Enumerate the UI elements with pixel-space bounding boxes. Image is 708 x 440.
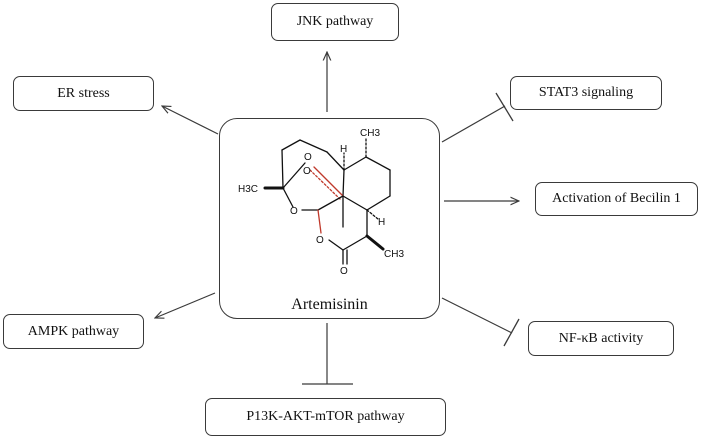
h3c-left-label: H3C xyxy=(238,184,258,195)
inhibit-bar-nfkb xyxy=(503,318,520,347)
o-peroxide-top-label: O xyxy=(304,152,312,163)
jnk-pathway-box: JNK pathway xyxy=(271,3,399,41)
pi3k-akt-mtor-label: P13K-AKT-mTOR pathway xyxy=(246,409,405,424)
o-lactone-ring-label: O xyxy=(316,235,324,246)
ampk-pathway-box: AMPK pathway xyxy=(3,314,144,349)
becilin-activation-label: Activation of Becilin 1 xyxy=(552,191,681,206)
h-top-label: H xyxy=(340,144,347,155)
stat3-signaling-label: STAT3 signaling xyxy=(538,85,634,100)
inhibit-line-stat3 xyxy=(441,105,506,143)
artemisinin-label: Artemisinin xyxy=(291,296,368,313)
ch3-top-label: CH3 xyxy=(360,128,380,139)
ch3-bottom-label: CH3 xyxy=(384,249,404,260)
h-right-label: H xyxy=(378,217,385,228)
nfkb-activity-label: NF-κB activity xyxy=(558,330,644,346)
stat3-signaling-box: STAT3 signaling xyxy=(510,76,662,110)
o-peroxide-left-label: O xyxy=(303,166,311,177)
inhibit-bar-stat3 xyxy=(495,92,514,122)
o-carbonyl-label: O xyxy=(340,266,348,277)
ampk-pathway-label: AMPK pathway xyxy=(27,323,120,339)
nfkb-activity-box: NF-κB activity xyxy=(528,321,674,356)
jnk-pathway-label: JNK pathway xyxy=(296,14,374,29)
arrow-to-er-stress xyxy=(162,106,219,135)
inhibit-line-nfkb xyxy=(441,297,513,334)
artemisinin-box xyxy=(219,118,440,319)
o-ring-label: O xyxy=(290,206,298,217)
pi3k-akt-mtor-box: P13K-AKT-mTOR pathway xyxy=(205,398,446,436)
becilin-activation-box: Activation of Becilin 1 xyxy=(535,182,698,216)
er-stress-box: ER stress xyxy=(13,76,154,111)
arrow-to-ampk xyxy=(155,292,216,318)
er-stress-label: ER stress xyxy=(57,85,110,101)
